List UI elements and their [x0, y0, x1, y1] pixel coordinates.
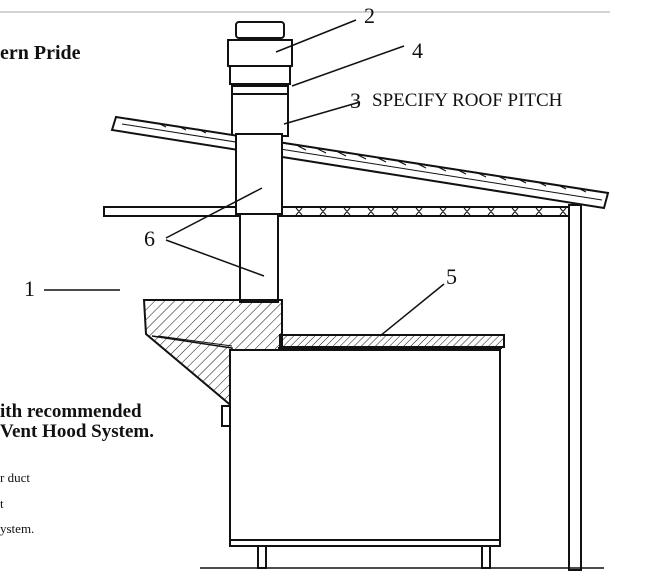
- callout-4: 4: [412, 38, 423, 63]
- note-line-3: ystem.: [0, 521, 35, 536]
- caption-line-2: Vent Hood System.: [0, 421, 154, 442]
- roof-deck: [110, 115, 610, 210]
- roof-curb: [231, 85, 289, 137]
- heading-fragment: ern Pride: [0, 42, 81, 64]
- exhaust-duct: [235, 133, 283, 303]
- wall-post: [568, 204, 582, 571]
- counter-top: [278, 334, 505, 349]
- note-line-2: t: [0, 496, 4, 511]
- callout-2: 2: [364, 3, 375, 28]
- note-line-1: r duct: [0, 470, 30, 485]
- roof-pitch-note: SPECIFY ROOF PITCH: [372, 90, 563, 111]
- callout-6: 6: [144, 226, 155, 251]
- callout-5: 5: [446, 264, 457, 289]
- ceiling-joist: [103, 206, 577, 217]
- cooking-appliance: [229, 349, 501, 569]
- callout-1: 1: [24, 276, 35, 301]
- caption-line-1: ith recommended: [0, 401, 142, 422]
- leader-lines: [44, 19, 445, 337]
- callout-3: 3: [350, 88, 361, 113]
- roof-fan: [227, 21, 293, 85]
